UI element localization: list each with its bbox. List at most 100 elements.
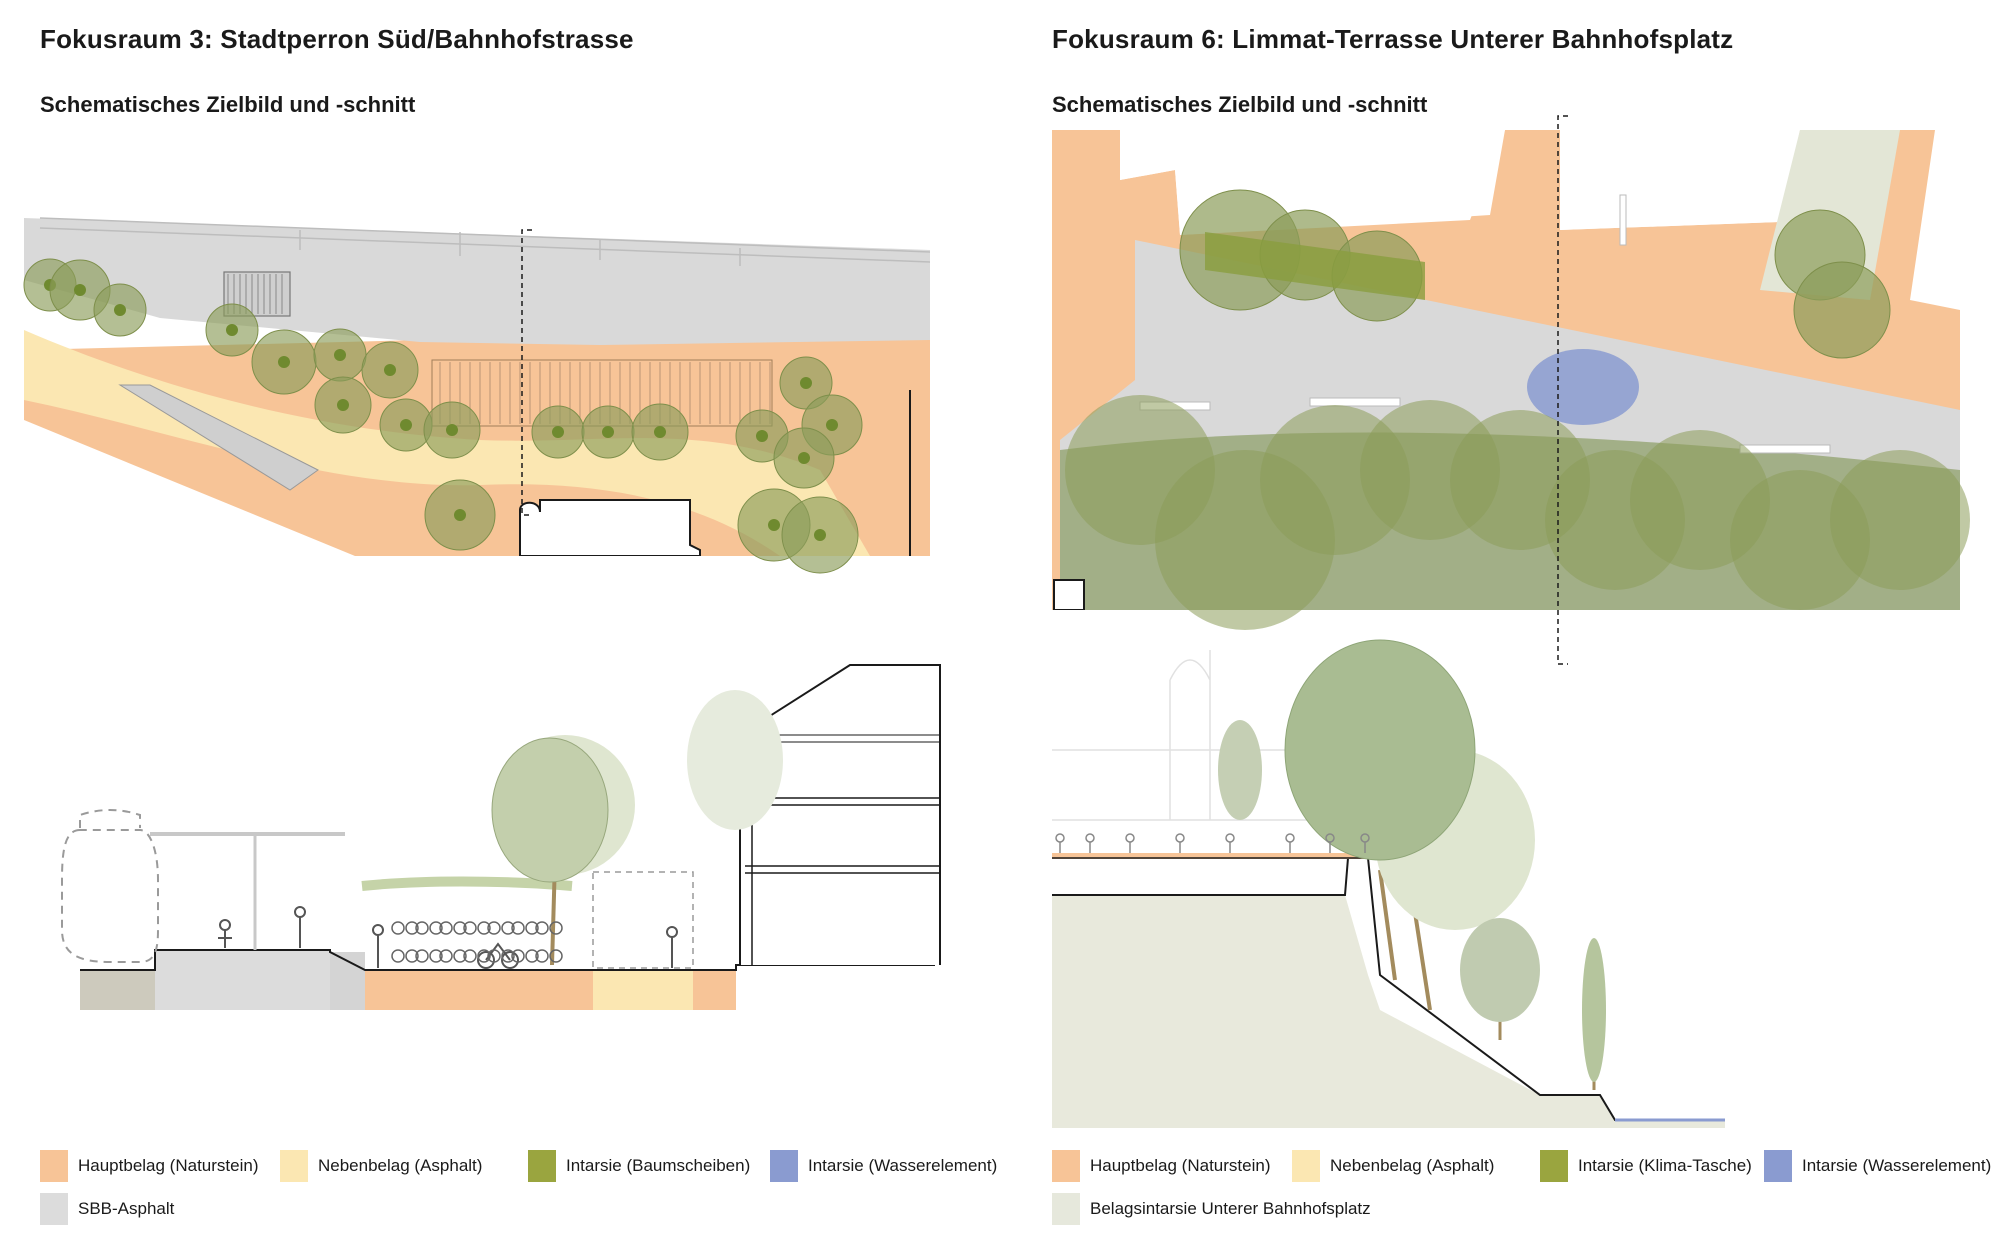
legend-label: Hauptbelag (Naturstein) (1090, 1156, 1271, 1175)
legend-label: SBB-Asphalt (78, 1199, 175, 1218)
legend-swatch (528, 1150, 556, 1182)
right-panel-title: Fokusraum 6: Limmat-Terrasse Unterer Bah… (1052, 24, 1734, 54)
legend-swatch (1292, 1150, 1320, 1182)
bicycle-icon (511, 949, 525, 963)
bicycle-icon (391, 949, 405, 963)
tree-crown-icon (1793, 261, 1891, 359)
legend-label: Belagsintarsie Unterer Bahnhofsplatz (1090, 1199, 1371, 1218)
person-icon (1055, 833, 1065, 843)
bicycle-icon (549, 949, 563, 963)
tree-trunk-icon (800, 377, 812, 389)
wasserelement (1527, 349, 1639, 425)
legend-swatch (1764, 1150, 1792, 1182)
legend-swatch (280, 1150, 308, 1182)
bicycle-icon (535, 921, 549, 935)
bicycle-icon (463, 921, 477, 935)
tree-trunk-icon (654, 426, 666, 438)
legend-item-sbb-asphalt: SBB-Asphalt (40, 1193, 174, 1225)
legend-item-hauptbelag-r: Hauptbelag (Naturstein) (1052, 1150, 1270, 1182)
tree-crown-icon (1830, 450, 1970, 590)
legend-label: Nebenbelag (Asphalt) (1330, 1156, 1495, 1175)
section-line (521, 229, 532, 516)
legend-swatch (1052, 1193, 1080, 1225)
bicycle-icon (415, 921, 429, 935)
person-icon (1225, 833, 1235, 843)
bicycle-icon (477, 949, 491, 963)
bicycle-icon (415, 949, 429, 963)
right-site-plan (1052, 115, 1970, 665)
legend-label: Intarsie (Klima-Tasche) (1578, 1156, 1752, 1175)
bicycle-icon (477, 921, 491, 935)
tree-trunk-icon (798, 452, 810, 464)
bicycle-icon (453, 921, 467, 935)
legend-item-nebenbelag-r: Nebenbelag (Asphalt) (1292, 1150, 1494, 1182)
bicycle-icon (429, 921, 443, 935)
legend-item-belagsintarsie: Belagsintarsie Unterer Bahnhofsplatz (1052, 1193, 1371, 1225)
legend-label: Intarsie (Baumscheiben) (566, 1156, 751, 1175)
legend-item-intarsie-baum: Intarsie (Baumscheiben) (528, 1150, 750, 1182)
left-panel-subtitle: Schematisches Zielbild und -schnitt (40, 92, 416, 117)
section-line-r (1557, 115, 1568, 665)
tree-trunk-icon (114, 304, 126, 316)
tree-trunk-icon (814, 529, 826, 541)
person-icon (1175, 833, 1185, 843)
bicycle-icon (439, 949, 453, 963)
legend-item-intarsie-wasser: Intarsie (Wasserelement) (770, 1150, 997, 1182)
bicycle-icon (463, 949, 477, 963)
person-icon (1125, 833, 1135, 843)
bicycle-icon (439, 921, 453, 935)
bicycle-icon (501, 949, 515, 963)
trees-left-plan (23, 258, 863, 574)
bicycle-icon (429, 949, 443, 963)
bicycle-icon (453, 949, 467, 963)
left-site-plan (23, 217, 930, 574)
bicycle-icon (487, 949, 501, 963)
legend-label: Intarsie (Wasserelement) (808, 1156, 998, 1175)
bicycle-icon (525, 949, 539, 963)
bicycle-icon (549, 921, 563, 935)
trees-right-plan (1065, 189, 1970, 630)
tree-trunk-icon (278, 356, 290, 368)
tree-trunk-icon (334, 349, 346, 361)
legend-swatch (770, 1150, 798, 1182)
tree-trunk-icon (384, 364, 396, 376)
tree-trunk-icon (74, 284, 86, 296)
tree-trunk-icon (768, 519, 780, 531)
tree-trunk-icon (756, 430, 768, 442)
left-section (61, 664, 941, 1010)
tree-trunk-icon (552, 426, 564, 438)
right-section (1052, 639, 1725, 1128)
right-panel-subtitle: Schematisches Zielbild und -schnitt (1052, 92, 1428, 117)
legend-label: Intarsie (Wasserelement) (1802, 1156, 1992, 1175)
legend-item-hauptbelag: Hauptbelag (Naturstein) (40, 1150, 258, 1182)
tree-trunk-icon (337, 399, 349, 411)
legend-swatch (1052, 1150, 1080, 1182)
tree-trunk-icon (400, 419, 412, 431)
legend-label: Hauptbelag (Naturstein) (78, 1156, 259, 1175)
sbb-asphalt-area (24, 218, 930, 345)
bicycle-icon (525, 921, 539, 935)
legend-swatch (40, 1193, 68, 1225)
person-icon (1285, 833, 1295, 843)
left-panel-title: Fokusraum 3: Stadtperron Süd/Bahnhofstra… (40, 24, 634, 54)
bicycle-icon (535, 949, 549, 963)
bicycle-icon (391, 921, 405, 935)
tree-trunk-icon (826, 419, 838, 431)
legend-item-klima-tasche: Intarsie (Klima-Tasche) (1540, 1150, 1752, 1182)
legend-label: Nebenbelag (Asphalt) (318, 1156, 483, 1175)
tree-trunk-icon (602, 426, 614, 438)
legend-swatch (40, 1150, 68, 1182)
bicycle-icon (487, 921, 501, 935)
legend-item-wasser-r: Intarsie (Wasserelement) (1764, 1150, 1991, 1182)
bicycle-icon (511, 921, 525, 935)
bicycle-icon (501, 921, 515, 935)
tree-trunk-icon (446, 424, 458, 436)
tree-trunk-icon (454, 509, 466, 521)
legend-swatch (1540, 1150, 1568, 1182)
bicycle-icon (405, 921, 419, 935)
tree-trunk-icon (226, 324, 238, 336)
bicycle-icon (405, 949, 419, 963)
legend-item-nebenbelag: Nebenbelag (Asphalt) (280, 1150, 482, 1182)
person-icon (1085, 833, 1095, 843)
